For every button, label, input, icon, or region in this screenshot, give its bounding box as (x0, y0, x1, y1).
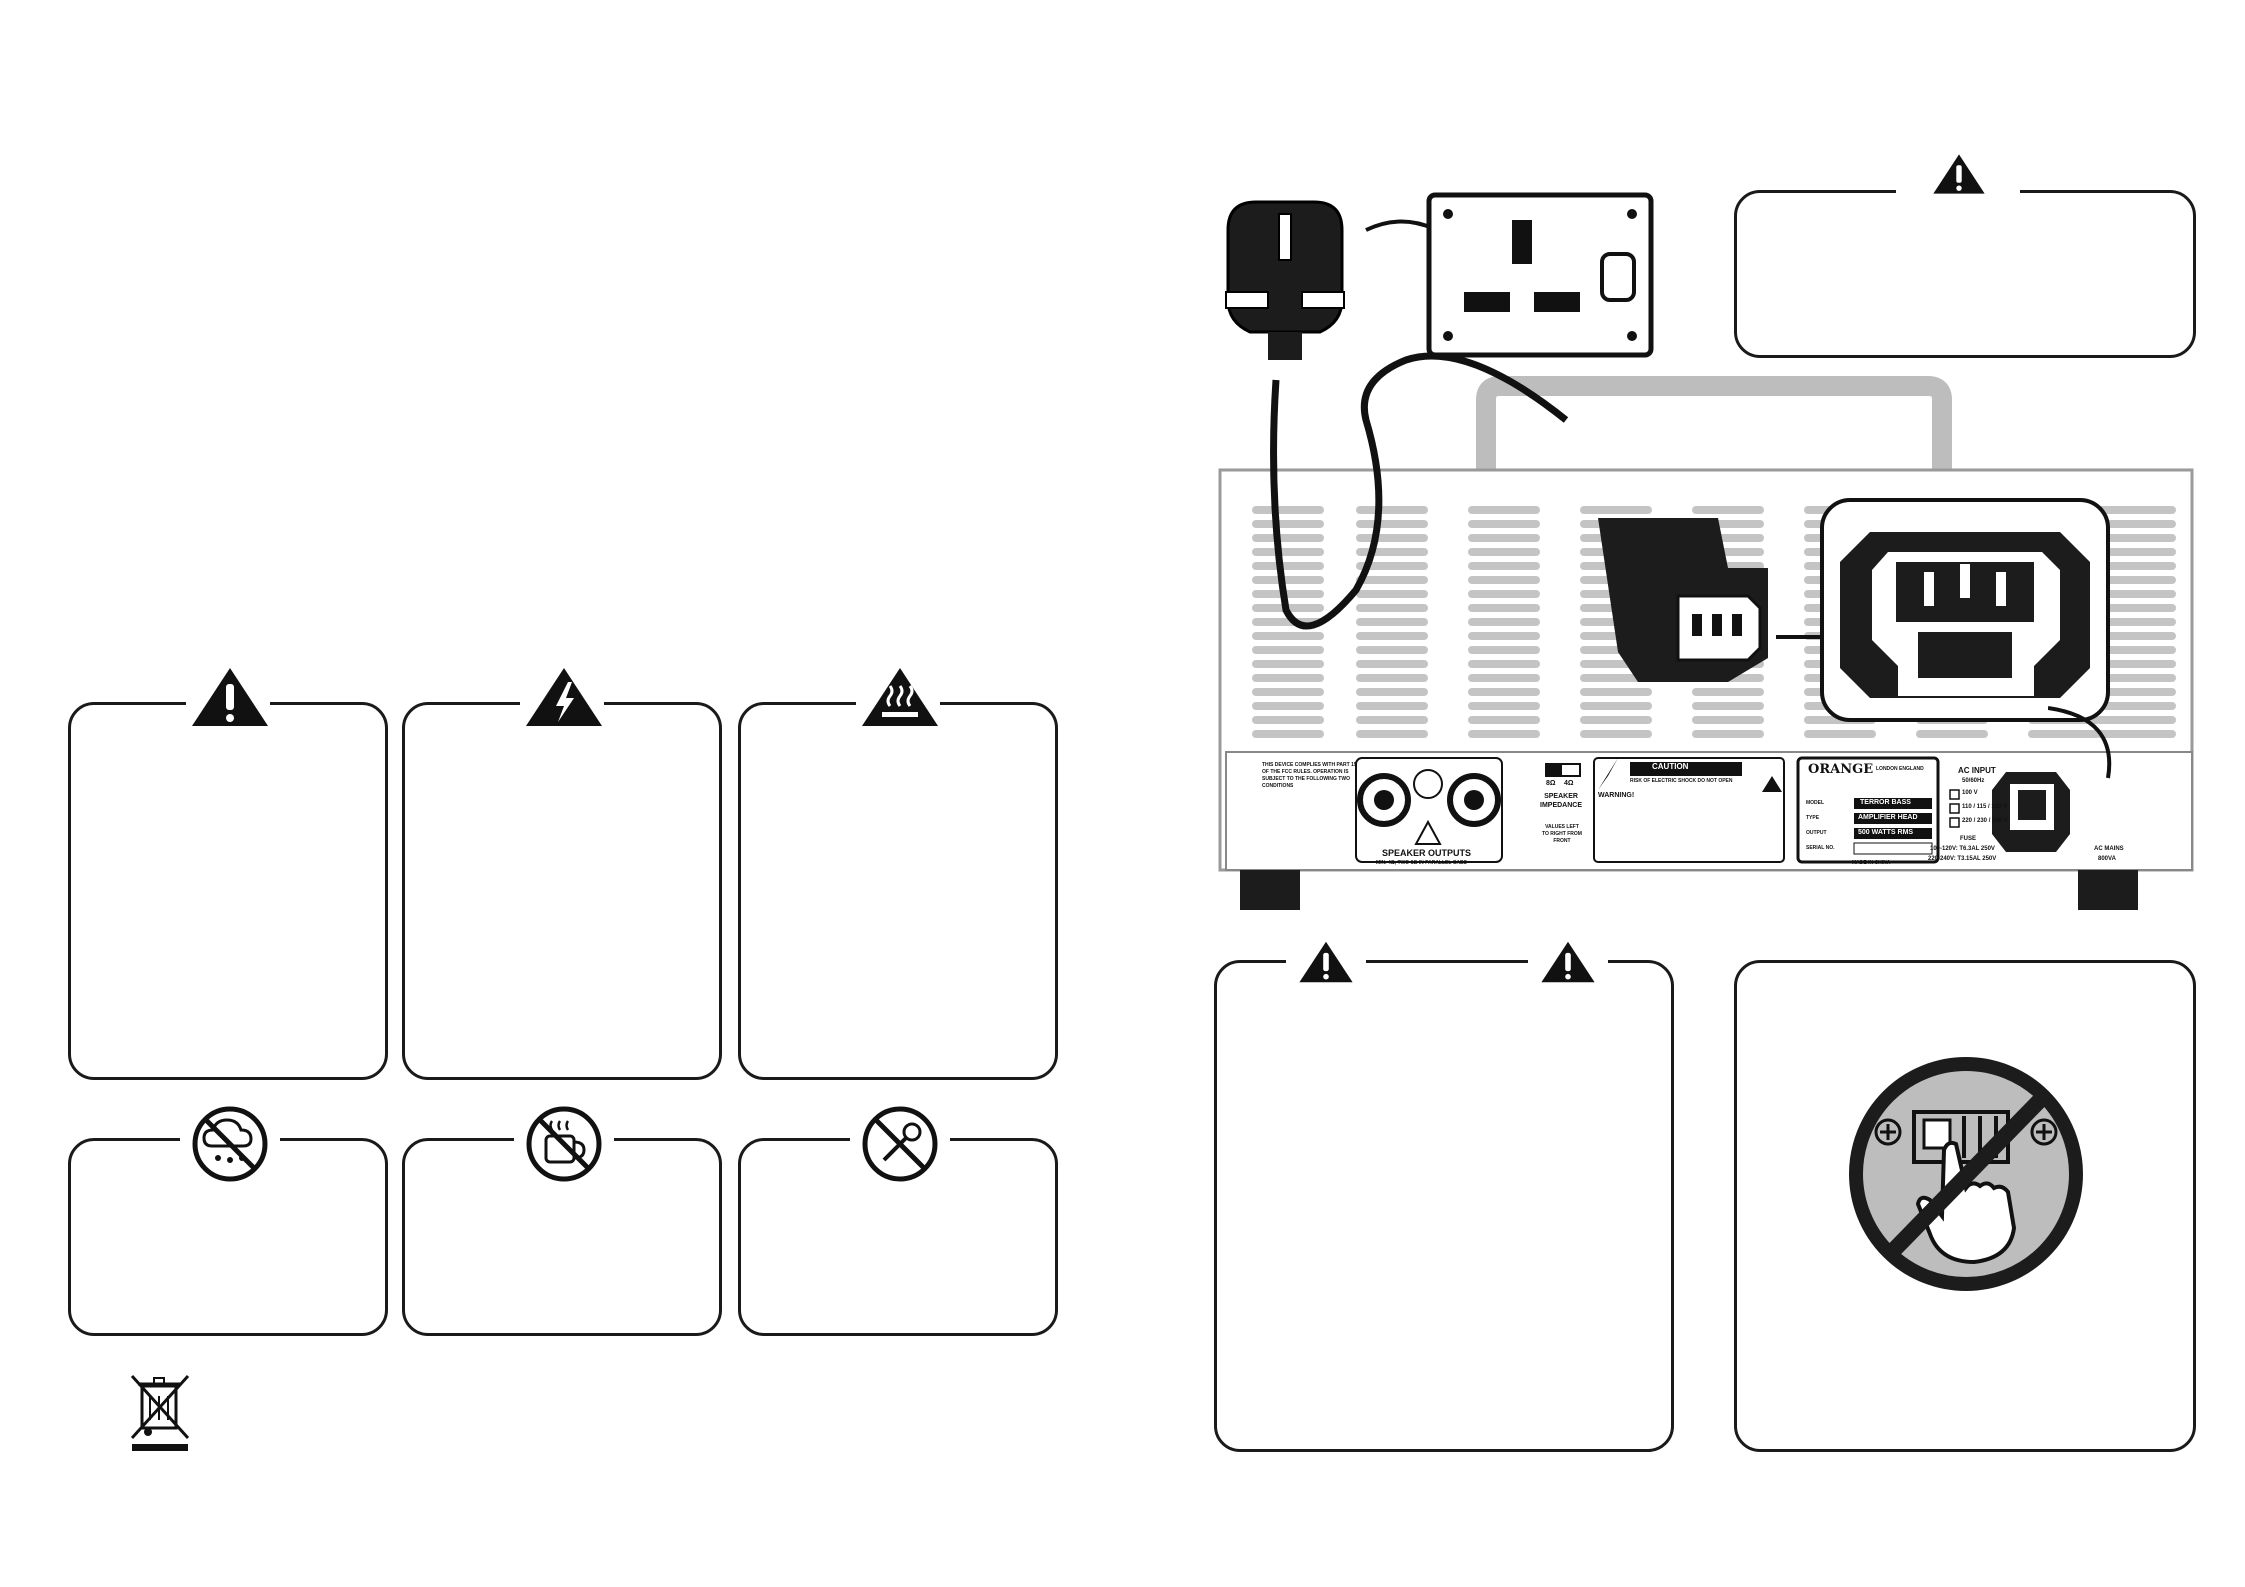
voltage-option-100: 100 V (1962, 790, 1978, 796)
uk-mains-plug (1225, 200, 1345, 360)
crossed-out-bin-icon (130, 1374, 190, 1451)
output-value: 500 WATTS RMS (1858, 829, 1914, 836)
impedance-note: VALUES LEFT TO RIGHT FROM FRONT (1542, 824, 1582, 844)
brand-sub: LONDON ENGLAND (1876, 766, 1924, 772)
iec-power-connector (1598, 518, 1768, 682)
exclamation-warning-icon (1541, 941, 1595, 983)
callout-leader-line (2048, 706, 2112, 779)
exclamation-warning-icon (192, 668, 268, 726)
fuse-line-1: 100-120V: T6.3AL 250V (1930, 846, 1995, 852)
voltage-option-110: 110 / 115 / 120 V (1962, 804, 2008, 810)
iec-inlet-zoom (1840, 532, 2090, 698)
ac-input-hz: 50/60Hz (1962, 778, 1985, 784)
warning-card-electric (402, 702, 722, 1080)
hot-surface-warning-icon (862, 668, 938, 726)
warning-box-top-right (1734, 190, 2196, 358)
fuse-title: FUSE (1960, 836, 1977, 842)
no-touch-internal-icon (1849, 1057, 2083, 1291)
electric-shock-warning-icon (526, 668, 602, 726)
speaker-outputs-sub: MIN. 4Ω, TWO 8Ω IN PARALLEL CABS (1376, 860, 1467, 866)
warning-card-heat (738, 702, 1058, 1080)
impedance-label: SPEAKER IMPEDANCE (1540, 793, 1583, 809)
model-label: MODEL (1806, 800, 1825, 806)
mains-label: AC MAINS (2094, 846, 2124, 852)
fuse-line-2: 220-240V: T3.15AL 250V (1928, 856, 1997, 862)
voltage-option-220: 220 / 230 / 240 V (1962, 818, 2008, 824)
warning-card-general (68, 702, 388, 1080)
no-liquids-icon (526, 1106, 602, 1182)
ac-input-title: AC INPUT (1958, 766, 1996, 775)
uk-wall-socket (1426, 192, 1654, 358)
warning-box-bottom-left (1214, 960, 1674, 1452)
impedance-value-4: 4Ω (1564, 780, 1574, 787)
brand-logo: ORANGE (1808, 762, 1874, 777)
exclamation-warning-icon (1933, 154, 1985, 194)
mains-va: 800VA (2098, 856, 2116, 862)
serial-label: SERIAL NO. (1806, 845, 1835, 851)
warning-title: WARNING! (1598, 792, 1635, 799)
no-tools-icon (862, 1106, 938, 1182)
caution-title: CAUTION (1652, 762, 1689, 771)
output-label: OUTPUT (1806, 830, 1827, 836)
caution-sub: RISK OF ELECTRIC SHOCK DO NOT OPEN (1630, 778, 1733, 784)
no-rain-moisture-icon (192, 1106, 268, 1182)
exclamation-warning-icon (1299, 941, 1353, 983)
model-value: TERROR BASS (1860, 799, 1911, 806)
type-value: AMPLIFIER HEAD (1858, 814, 1918, 821)
power-cable (1270, 352, 1569, 630)
speaker-outputs-label: SPEAKER OUTPUTS (1382, 848, 1472, 858)
compliance-text: THIS DEVICE COMPLIES WITH PART 15 OF THE… (1262, 762, 1357, 789)
impedance-value-8: 8Ω (1546, 780, 1556, 787)
made-in-label: MADE IN CHINA (1852, 860, 1891, 866)
type-label: TYPE (1806, 815, 1820, 821)
